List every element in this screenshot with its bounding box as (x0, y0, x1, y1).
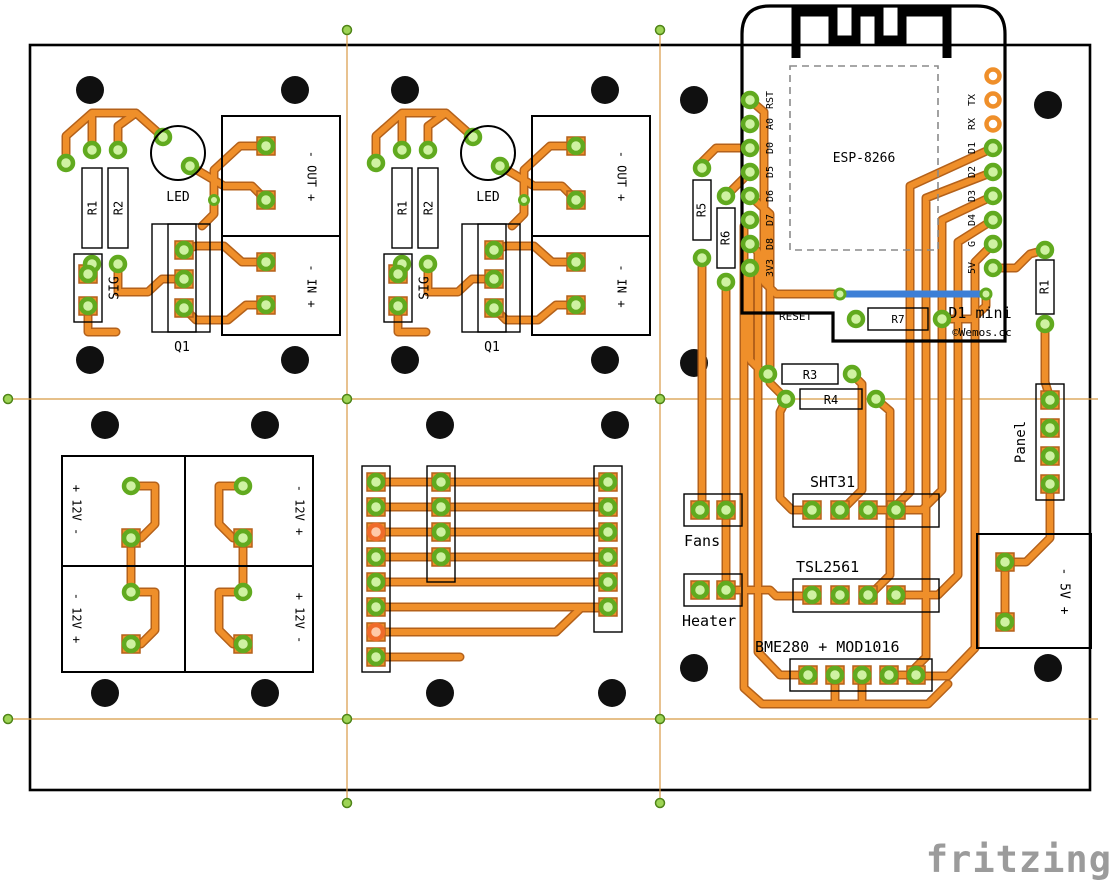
fritzing-watermark: fritzing (926, 838, 1112, 881)
tsl2561-header[interactable]: TSL2561 (792, 558, 940, 613)
out-terminal-label: - OUT + (615, 151, 629, 202)
heater-label: Heater (682, 612, 736, 630)
resistor-r7[interactable]: R7 (846, 307, 952, 331)
resistor-r3-label: R3 (803, 368, 817, 382)
transistor-q1-label: Q1 (484, 340, 500, 355)
pin-label-d5: D5 (765, 166, 776, 178)
pin-label-d2: D2 (967, 166, 978, 178)
sht31-header[interactable]: SHT31 (792, 473, 940, 528)
mcu-sensor-section: ESP-8266 D1 mini ©Wemos.cc RESET RST A0 … (682, 4, 1092, 709)
pin-label-a0: A0 (765, 118, 776, 130)
bme280-label: BME280 + MOD1016 (755, 638, 900, 656)
d1-mini-module[interactable]: ESP-8266 D1 mini ©Wemos.cc RESET RST A0 … (740, 4, 1012, 343)
pin-label-rx: RX (967, 118, 978, 130)
out-terminal-label: - OUT + (305, 151, 319, 202)
in-terminal-label: - IN + (305, 264, 319, 307)
sig-label: SIG (418, 276, 433, 300)
resistor-r1-label: R1 (86, 201, 100, 215)
jumper-pad[interactable] (979, 287, 993, 301)
fans-header[interactable]: Fans (683, 493, 743, 550)
module-name-label: D1 mini (948, 304, 1011, 322)
wifi-antenna-icon (791, 7, 952, 58)
bus-header-block[interactable] (361, 465, 623, 673)
panel-header[interactable]: Panel (1013, 383, 1065, 501)
led-label: LED (166, 190, 190, 205)
resistor-r5-label: R5 (695, 203, 709, 217)
sig-label: SIG (108, 276, 123, 300)
resistor-r6[interactable]: R6 (716, 186, 736, 292)
pin-label-d4: D4 (967, 214, 978, 226)
tsl2561-label: TSL2561 (796, 558, 859, 576)
resistor-r2-label: R2 (422, 201, 436, 215)
pin-label-d0: D0 (765, 142, 776, 154)
terminal-12v-br-label: + 12V - (293, 593, 307, 644)
transistor-q1-label: Q1 (174, 340, 190, 355)
esp8266-shield-outline (789, 65, 939, 251)
mounting-holes[interactable] (76, 76, 1062, 707)
relay-driver-circuit-2[interactable]: R1 R2 LED SIG Q1 - OUT + - IN + (369, 113, 651, 355)
pin-label-d6: D6 (765, 190, 776, 202)
pin-label-d7: D7 (765, 214, 776, 226)
resistor-r1-label: R1 (396, 201, 410, 215)
led-label: LED (476, 190, 500, 205)
pin-label-tx: TX (967, 94, 978, 106)
copper-traces[interactable] (128, 483, 246, 647)
pin-label-d1: D1 (967, 142, 978, 154)
pin-label-3v3: 3V3 (765, 259, 776, 277)
resistor-r7-label: R7 (891, 313, 904, 326)
module-vendor-label: ©Wemos.cc (952, 326, 1012, 339)
resistor-r2-label: R2 (112, 201, 126, 215)
terminal-12v-bl-label: - 12V + (70, 593, 84, 644)
terminal-5v-label: - 5V + (1057, 568, 1072, 615)
copper-traces[interactable] (373, 479, 611, 660)
grid-lines (2, 24, 1098, 809)
terminal-5v[interactable]: - 5V + (976, 533, 1092, 649)
pin-label-d3: D3 (967, 190, 978, 202)
module-outline (740, 4, 1007, 343)
resistor-r6-label: R6 (719, 231, 733, 245)
terminal-12v-tl-label: + 12V - (70, 485, 84, 536)
copper-traces[interactable] (699, 97, 1053, 707)
pin-label-rst: RST (765, 91, 776, 109)
jumper-pad[interactable] (833, 287, 847, 301)
resistor-r5[interactable]: R5 (692, 158, 712, 268)
in-terminal-label: - IN + (615, 264, 629, 307)
resistor-r3[interactable]: R3 (758, 363, 862, 385)
resistor-r1-right-label: R1 (1038, 280, 1052, 294)
resistor-r4-label: R4 (824, 393, 838, 407)
reset-label: RESET (779, 310, 812, 323)
heater-header[interactable]: Heater (682, 573, 743, 630)
resistor-r4[interactable]: R4 (776, 388, 886, 410)
resistor-r1-right[interactable]: R1 (1035, 240, 1055, 334)
pin-label-g: G (967, 241, 978, 247)
panel-label: Panel (1013, 421, 1029, 463)
terminal-12v-tr-label: - 12V + (293, 485, 307, 536)
esp8266-chip-label: ESP-8266 (833, 151, 896, 166)
relay-driver-circuit-1[interactable]: R1 R2 LED SIG Q1 - OUT + - IN + (59, 113, 341, 355)
power-12v-terminals[interactable]: + 12V - - 12V + - 12V + + 12V - (61, 455, 314, 673)
bme280-mod1016-header[interactable]: BME280 + MOD1016 (755, 638, 933, 692)
pin-label-5v: 5V (967, 262, 978, 274)
sht31-label: SHT31 (810, 473, 855, 491)
fans-label: Fans (684, 532, 720, 550)
pin-label-d8: D8 (765, 238, 776, 250)
